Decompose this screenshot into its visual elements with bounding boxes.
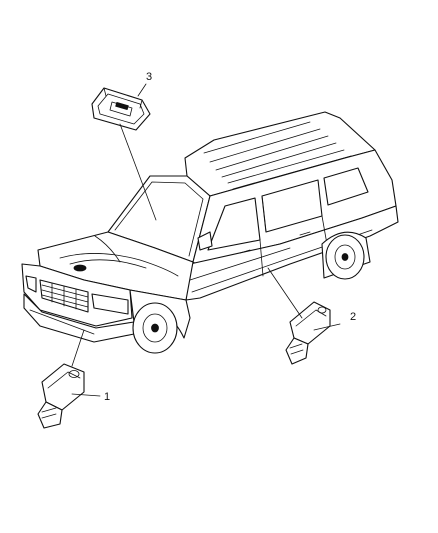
- suv-vehicle: [21, 111, 399, 354]
- leader-line-1b: [71, 329, 85, 367]
- leader-line-2: [313, 323, 341, 331]
- side-impact-sensor: [285, 301, 331, 365]
- callout-label-2: 2: [350, 311, 356, 323]
- overhead-console-module: [91, 87, 151, 131]
- leader-line-3b: [119, 123, 157, 221]
- front-impact-sensor: [37, 363, 85, 429]
- leader-line-1: [71, 393, 101, 397]
- leader-line-2b: [267, 267, 303, 319]
- callout-label-3: 3: [146, 71, 152, 83]
- callout-label-1: 1: [104, 391, 110, 403]
- leader-line-3: [137, 83, 147, 97]
- leader-lines: [71, 83, 341, 397]
